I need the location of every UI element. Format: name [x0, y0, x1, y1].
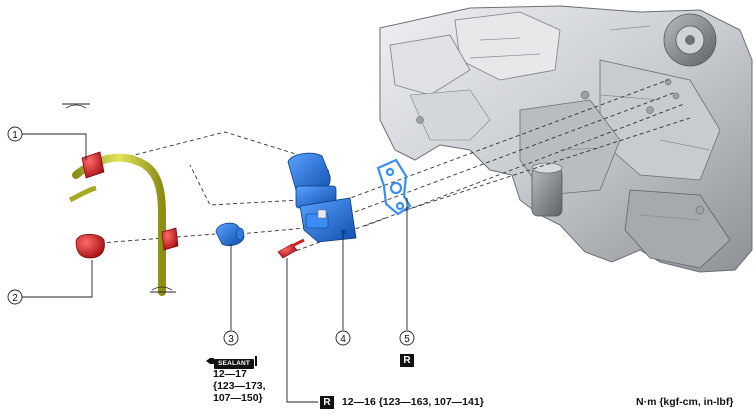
sealant-tube-icon — [206, 357, 214, 364]
torque-bolt: R 12—16 {123—163, 107—141} — [320, 396, 484, 409]
part-5-replace-badge: R — [400, 350, 414, 368]
torque-part-3: 12—17 {123—173, 107—150} — [213, 368, 266, 404]
callout-3: 3 — [228, 334, 234, 345]
part-1-connector — [81, 151, 105, 179]
callout-circles — [7, 126, 415, 346]
torque-part-3-line1: 12—17 — [213, 368, 247, 380]
callout-4: 4 — [340, 334, 346, 345]
leader-lines — [22, 133, 408, 403]
units-label: N·m {kgf-cm, in-lbf} — [636, 396, 734, 408]
sealant-badge: SEALANT — [206, 352, 258, 370]
callout-2: 2 — [12, 293, 18, 304]
part-5-gasket — [376, 158, 412, 216]
wiring-harness — [62, 103, 176, 296]
torque-part-3-line3: 107—150} — [213, 392, 263, 404]
assembly-lines — [94, 79, 691, 254]
part-2-connector — [75, 227, 179, 259]
bolt-replace-badge: R — [320, 396, 334, 409]
part-3-sensor — [215, 222, 245, 246]
sealant-label: SEALANT — [214, 359, 255, 369]
engine-block — [379, 5, 753, 273]
torque-part-3-line2: {123—173, — [213, 380, 266, 392]
part-4-valve — [287, 152, 357, 243]
callout-5: 5 — [404, 334, 410, 345]
bolt — [277, 238, 305, 259]
callout-1: 1 — [12, 130, 18, 141]
torque-bolt-value: 12—16 {123—163, 107—141} — [341, 396, 484, 408]
